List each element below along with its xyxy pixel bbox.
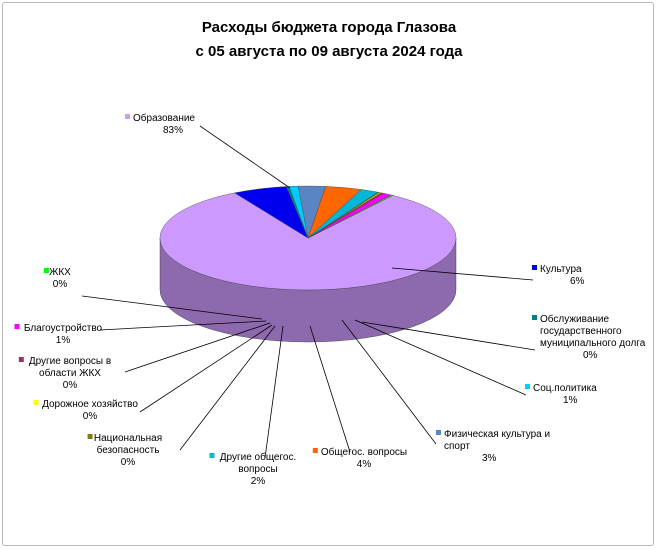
data-label-name-6-0: Другие общегос. — [220, 451, 297, 463]
label-key-6 — [209, 453, 215, 458]
data-label-pct-8: 0% — [83, 411, 98, 422]
leader-line-2 — [361, 321, 536, 351]
data-label-name-3-0: Соц.политика — [533, 383, 597, 394]
leader-line-8 — [139, 324, 273, 413]
data-label-pct-3: 1% — [563, 395, 578, 406]
data-label-name-11-0: ЖКХ — [49, 267, 71, 278]
leader-line-9 — [124, 322, 271, 373]
label-key-1 — [532, 265, 537, 270]
data-label-name-9-1: области ЖКХ — [39, 367, 101, 379]
data-label-pct-10: 1% — [56, 335, 71, 346]
chart-title: Расходы бюджета города Глазова — [202, 19, 457, 36]
label-key-7 — [87, 434, 93, 439]
slice-0 — [159, 192, 457, 291]
label-key-0 — [125, 114, 130, 119]
data-label-pct-7: 0% — [121, 457, 136, 468]
data-label-pct-1: 6% — [570, 276, 585, 287]
data-label-name-10-0: Благоустройство — [24, 323, 103, 334]
data-label-name-7-1: безопасность — [97, 444, 160, 456]
leader-line-7 — [179, 325, 276, 451]
data-label-name-6-1: вопросы — [238, 464, 278, 475]
data-label-name-0-0: Образование — [133, 112, 195, 124]
leader-line-4 — [341, 319, 437, 445]
leader-lines — [81, 125, 536, 459]
leader-line-0 — [199, 125, 291, 189]
data-label-pct-2: 0% — [583, 350, 598, 361]
label-key-2 — [532, 315, 537, 320]
data-label-name-8-0: Дорожное хозяйство — [42, 399, 138, 410]
slice-11 — [307, 194, 394, 239]
label-key-11 — [43, 268, 49, 273]
data-label-pct-0: 83% — [163, 125, 183, 136]
data-label-name-2-1: государственного — [540, 326, 622, 337]
label-key-10 — [14, 324, 20, 329]
data-label-pct-11: 0% — [53, 279, 68, 290]
data-label-pct-4: 3% — [482, 453, 497, 464]
label-key-5 — [312, 448, 318, 453]
leader-line-1 — [391, 267, 534, 281]
label-key-4 — [436, 430, 441, 435]
label-key-8 — [33, 400, 39, 405]
leader-line-5 — [309, 325, 351, 453]
chart-subtitle: с 05 августа по 09 августа 2024 года — [196, 43, 464, 60]
data-label-name-2-2: муниципального долга — [540, 338, 646, 349]
data-label-pct-6: 2% — [251, 476, 266, 487]
leader-line-6 — [264, 325, 284, 459]
leader-line-10 — [99, 320, 267, 331]
data-label-pct-5: 4% — [357, 459, 372, 470]
data-label-name-2-0: Обслуживание — [540, 313, 609, 325]
leader-line-3 — [354, 319, 527, 396]
data-label-name-5-0: Общегос. вопросы — [321, 446, 407, 458]
data-label-name-7-0: Национальная — [94, 433, 162, 444]
data-label-name-9-0: Другие вопросы в — [29, 356, 111, 367]
data-label-name-4-0: Физическая культура и — [444, 429, 550, 440]
data-label-name-4-1: спорт — [444, 441, 470, 452]
data-label-name-1-0: Культура — [540, 264, 582, 275]
label-key-9 — [18, 357, 24, 362]
label-key-3 — [525, 384, 530, 389]
pie-slices — [159, 185, 457, 291]
data-label-pct-9: 0% — [63, 380, 78, 391]
leader-line-11 — [81, 295, 263, 320]
